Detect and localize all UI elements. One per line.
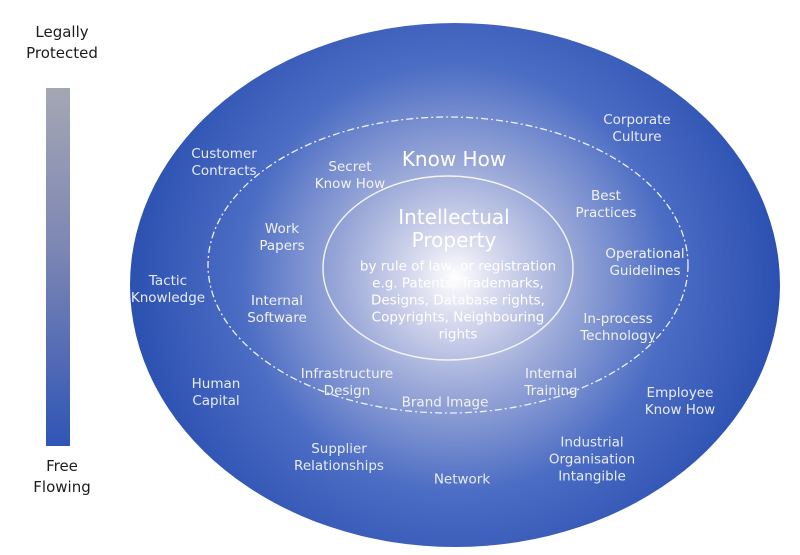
item-line: Papers — [259, 238, 305, 254]
item-line: Infrastructure — [300, 366, 394, 382]
item-line: Technology — [580, 328, 656, 344]
item-line: Best — [591, 188, 621, 204]
ip-desc-line: Designs, Database rights, — [371, 292, 545, 309]
item-supplier-relationships: Supplier Relationships — [294, 441, 384, 475]
item-line: Employee — [646, 385, 714, 401]
outer-ellipse — [130, 23, 780, 547]
item-line: Culture — [612, 129, 662, 145]
item-line: Training — [524, 383, 578, 399]
item-employee-know-how: Employee Know How — [645, 385, 715, 419]
item-line: Customer — [191, 146, 257, 162]
item-brand-image: Brand Image — [402, 395, 489, 412]
item-line: Software — [247, 310, 307, 326]
item-line: Human — [191, 376, 241, 392]
item-secret-know-how: Secret Know How — [315, 159, 385, 193]
item-line: Capital — [192, 393, 240, 409]
item-line: Know How — [314, 176, 386, 192]
item-line: Internal — [524, 366, 578, 382]
item-line: Internal — [250, 293, 304, 309]
item-line: Network — [433, 471, 491, 488]
item-line: Organisation — [548, 451, 636, 468]
item-network: Network — [434, 472, 490, 489]
item-customer-contracts: Customer Contracts — [191, 146, 257, 180]
item-line: Design — [323, 383, 371, 399]
legally-protected-line1: Legally — [35, 23, 89, 41]
item-work-papers: Work Papers — [259, 221, 304, 255]
item-line: Supplier — [311, 441, 367, 457]
free-flowing-label: Free Flowing — [0, 456, 124, 498]
know-how-boundary — [207, 116, 689, 414]
item-line: Knowledge — [130, 290, 206, 306]
free-flowing-line2: Flowing — [33, 478, 91, 496]
item-line: Industrial — [560, 434, 624, 451]
intellectual-property-title: Intellectual Property — [398, 206, 509, 252]
ip-desc-line: e.g. Patents, Trademarks, — [372, 275, 544, 292]
item-tactic-knowledge: Tactic Knowledge — [131, 273, 205, 307]
item-operational-guidelines: Operational Guidelines — [605, 246, 684, 280]
item-line: Relationships — [294, 458, 384, 474]
item-line: Secret — [328, 159, 372, 175]
item-best-practices: Best Practices — [576, 188, 637, 222]
item-line: Work — [264, 221, 300, 237]
protection-gradient-bar — [46, 88, 70, 446]
item-internal-training: Internal Training — [524, 366, 577, 400]
ip-desc-line: by rule of law, or registration — [359, 258, 557, 275]
item-human-capital: Human Capital — [192, 376, 241, 410]
item-corporate-culture: Corporate Culture — [603, 112, 671, 146]
item-line: In-process — [583, 311, 653, 327]
item-line: Practices — [575, 205, 637, 221]
item-line: Operational — [605, 246, 685, 262]
intellectual-property-boundary — [322, 175, 574, 361]
intellectual-property-title-line2: Property — [411, 228, 497, 252]
intellectual-property-title-line1: Intellectual — [398, 205, 510, 229]
legally-protected-line2: Protected — [26, 44, 98, 62]
item-line: Contracts — [191, 163, 257, 179]
item-in-process-technology: In-process Technology — [580, 311, 656, 345]
item-infrastructure-design: Infrastructure Design — [301, 366, 393, 400]
free-flowing-line1: Free — [46, 457, 78, 475]
item-line: Corporate — [603, 112, 671, 128]
item-line: Brand Image — [401, 394, 489, 411]
know-how-title: Know How — [401, 147, 507, 171]
item-internal-software: Internal Software — [247, 293, 307, 327]
item-industrial-organisation-intangible: Industrial Organisation Intangible — [549, 435, 635, 486]
item-line: Intangible — [558, 468, 626, 485]
ip-desc-line: rights — [438, 326, 478, 343]
legally-protected-label: Legally Protected — [0, 22, 124, 64]
item-line: Tactic — [148, 273, 188, 289]
item-line: Know How — [644, 402, 716, 418]
ip-desc-line: Copyrights, Neighbouring — [371, 309, 545, 326]
item-line: Guidelines — [609, 263, 681, 279]
intellectual-property-description: by rule of law, or registration e.g. Pat… — [360, 259, 556, 344]
